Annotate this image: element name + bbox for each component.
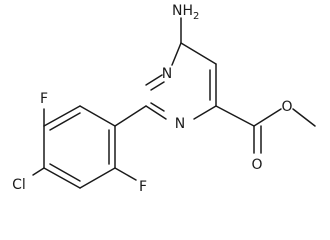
bond-c3p-c4p <box>43 167 81 189</box>
bond-c6p-c1p <box>79 105 116 127</box>
molecule-structure-diagram: NH2 N N F F Cl O O <box>12 3 316 195</box>
amine-label: NH2 <box>172 3 199 22</box>
atom-labels: NH2 N N F F Cl O O <box>12 3 292 195</box>
bond-double-c2-n3 <box>150 102 165 112</box>
bond-c2p-c3p <box>79 167 116 189</box>
fluorine-bottom-label: F <box>139 179 147 195</box>
bond-n3-c2 <box>145 105 167 120</box>
chlorine-label: Cl <box>12 177 26 193</box>
fluorine-top-label: F <box>40 91 48 107</box>
bond-ester-o-methyl <box>292 108 316 127</box>
bond-c4p-cl <box>32 167 45 176</box>
ring-nitrogen-top-label: N <box>162 66 172 82</box>
ester-oxygen-label: O <box>281 99 292 115</box>
carbonyl-oxygen-label: O <box>251 157 262 173</box>
bond-n1-c6 <box>171 42 182 66</box>
bond-double-c3p-c4p <box>49 163 81 182</box>
bond-c2-c1p <box>114 105 147 127</box>
bond-carbonyl-c-ester-o <box>253 108 282 127</box>
bond-c5p-c6p <box>43 105 81 127</box>
bond-double-c2-n1 <box>150 81 165 91</box>
ring-nitrogen-bottom-label: N <box>175 116 185 132</box>
bond-c6-c5 <box>180 42 217 65</box>
bond-c2-n1 <box>145 74 163 86</box>
bonds <box>32 17 316 189</box>
bond-c4-n3 <box>193 105 217 120</box>
bond-c4-carbonyl-c <box>215 105 255 127</box>
bond-c2p-f <box>114 167 137 181</box>
bond-double-c5p-c6p <box>49 112 81 131</box>
